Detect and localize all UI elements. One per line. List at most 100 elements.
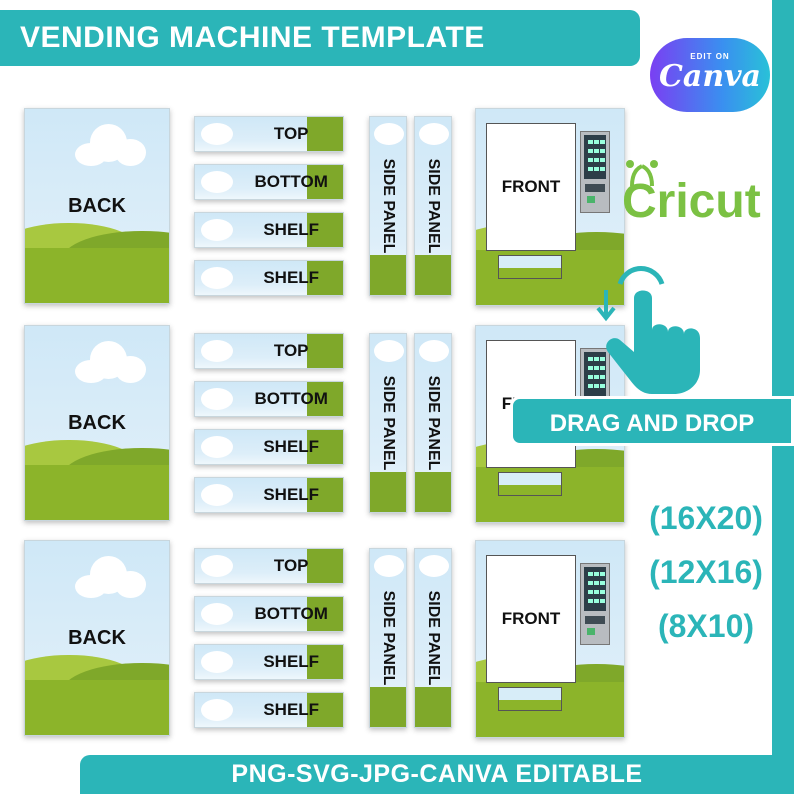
keypad-key xyxy=(594,384,599,388)
side-panel-label: SIDE PANEL xyxy=(380,158,397,254)
keypad xyxy=(580,131,610,213)
title-banner: VENDING MACHINE TEMPLATE xyxy=(0,10,640,66)
keypad-key xyxy=(588,140,593,144)
cloud xyxy=(75,341,149,383)
keypad-key xyxy=(588,581,593,585)
canva-badge: EDIT ON Canva xyxy=(650,38,770,112)
front-window: FRONT xyxy=(486,123,576,251)
side-cloud xyxy=(419,123,449,145)
side-grass xyxy=(370,255,406,295)
grass xyxy=(25,248,169,303)
side-panel-1: SIDE PANEL xyxy=(414,548,452,728)
keypad-key xyxy=(594,140,599,144)
size-8x10: (8X10) xyxy=(657,608,755,644)
strip-grass xyxy=(307,261,343,295)
keypad-key xyxy=(594,599,599,603)
side-panel-label: SIDE PANEL xyxy=(425,158,442,254)
cricut-logo: Cricut xyxy=(618,160,788,228)
strip-cloud xyxy=(201,603,233,625)
side-panel-0: SIDE PANEL xyxy=(369,333,407,513)
keypad-key xyxy=(600,357,605,361)
back-panel: BACK xyxy=(24,325,170,521)
front-label: FRONT xyxy=(501,609,561,628)
keypad-key xyxy=(594,366,599,370)
strip-grass xyxy=(307,693,343,727)
keypad-key xyxy=(594,590,599,594)
size-16x20: (16X20) xyxy=(649,500,763,536)
keypad-key xyxy=(594,357,599,361)
strip-panel-1: BOTTOM xyxy=(194,381,344,417)
canva-badge-top-text: EDIT ON xyxy=(690,52,730,61)
strip-cloud xyxy=(201,123,233,145)
keypad-key xyxy=(588,158,593,162)
front-label: FRONT xyxy=(501,177,561,196)
cloud-puff xyxy=(114,570,147,598)
strip-label: BOTTOM xyxy=(254,604,328,623)
grass xyxy=(25,465,169,520)
strip-label: TOP xyxy=(273,556,309,575)
keypad-key xyxy=(594,149,599,153)
strip-label: SHELF xyxy=(263,652,320,671)
strip-cloud xyxy=(201,267,233,289)
strip-label: BOTTOM xyxy=(254,172,328,191)
pickup-tray xyxy=(498,687,562,711)
hand-pointer-icon xyxy=(596,266,700,394)
keypad-key xyxy=(588,366,593,370)
keypad-key xyxy=(588,167,593,171)
coin-slot xyxy=(585,616,605,624)
strip-panel-2: SHELF xyxy=(194,429,344,465)
side-grass xyxy=(370,472,406,512)
keypad-key xyxy=(588,149,593,153)
size-12x16: (12X16) xyxy=(649,554,763,590)
strip-grass xyxy=(307,165,343,199)
side-panel-0: SIDE PANEL xyxy=(369,548,407,728)
keypad-key xyxy=(600,366,605,370)
strip-cloud xyxy=(201,340,233,362)
cloud xyxy=(75,124,149,166)
strip-label: SHELF xyxy=(263,268,320,287)
side-grass xyxy=(415,472,451,512)
strip-label: TOP xyxy=(273,124,309,143)
side-cloud xyxy=(374,340,404,362)
strip-label: TOP xyxy=(273,341,309,360)
strip-panel-1: BOTTOM xyxy=(194,596,344,632)
front-panel: FRONT xyxy=(475,108,625,306)
side-panel-0: SIDE PANEL xyxy=(369,116,407,296)
keypad-key xyxy=(594,158,599,162)
cricut-wordmark: Cricut xyxy=(622,175,761,228)
strip-label: SHELF xyxy=(263,220,320,239)
keypad-key xyxy=(600,572,605,576)
back-label: BACK xyxy=(68,412,126,434)
strip-grass xyxy=(307,430,343,464)
card-reader xyxy=(587,628,595,635)
strip-grass xyxy=(307,382,343,416)
strip-label: BOTTOM xyxy=(254,389,328,408)
keypad-key xyxy=(588,590,593,594)
strip-cloud xyxy=(201,219,233,241)
side-grass xyxy=(370,687,406,727)
front-panel: FRONT xyxy=(475,540,625,738)
grass xyxy=(25,680,169,735)
cricut-antenna-icon xyxy=(626,160,658,187)
keypad-key xyxy=(588,572,593,576)
drag-and-drop-banner: DRAG AND DROP xyxy=(510,396,794,446)
side-panel-label: SIDE PANEL xyxy=(380,590,397,686)
back-panel: BACK xyxy=(24,540,170,736)
keypad-key xyxy=(600,149,605,153)
strip-panel-2: SHELF xyxy=(194,644,344,680)
keypad-key xyxy=(588,384,593,388)
coin-slot xyxy=(585,184,605,192)
canva-logo: Canva xyxy=(659,59,761,94)
strip-panel-0: TOP xyxy=(194,333,344,369)
strip-cloud xyxy=(201,555,233,577)
keypad-key xyxy=(594,581,599,585)
keypad-key xyxy=(588,375,593,379)
keypad-key xyxy=(600,140,605,144)
keypad-key xyxy=(594,572,599,576)
strip-grass xyxy=(307,478,343,512)
strip-panel-0: TOP xyxy=(194,548,344,584)
side-panel-label: SIDE PANEL xyxy=(425,590,442,686)
strip-grass xyxy=(307,597,343,631)
formats-banner: PNG-SVG-JPG-CANVA EDITABLE xyxy=(80,755,794,794)
strip-grass xyxy=(307,549,343,583)
